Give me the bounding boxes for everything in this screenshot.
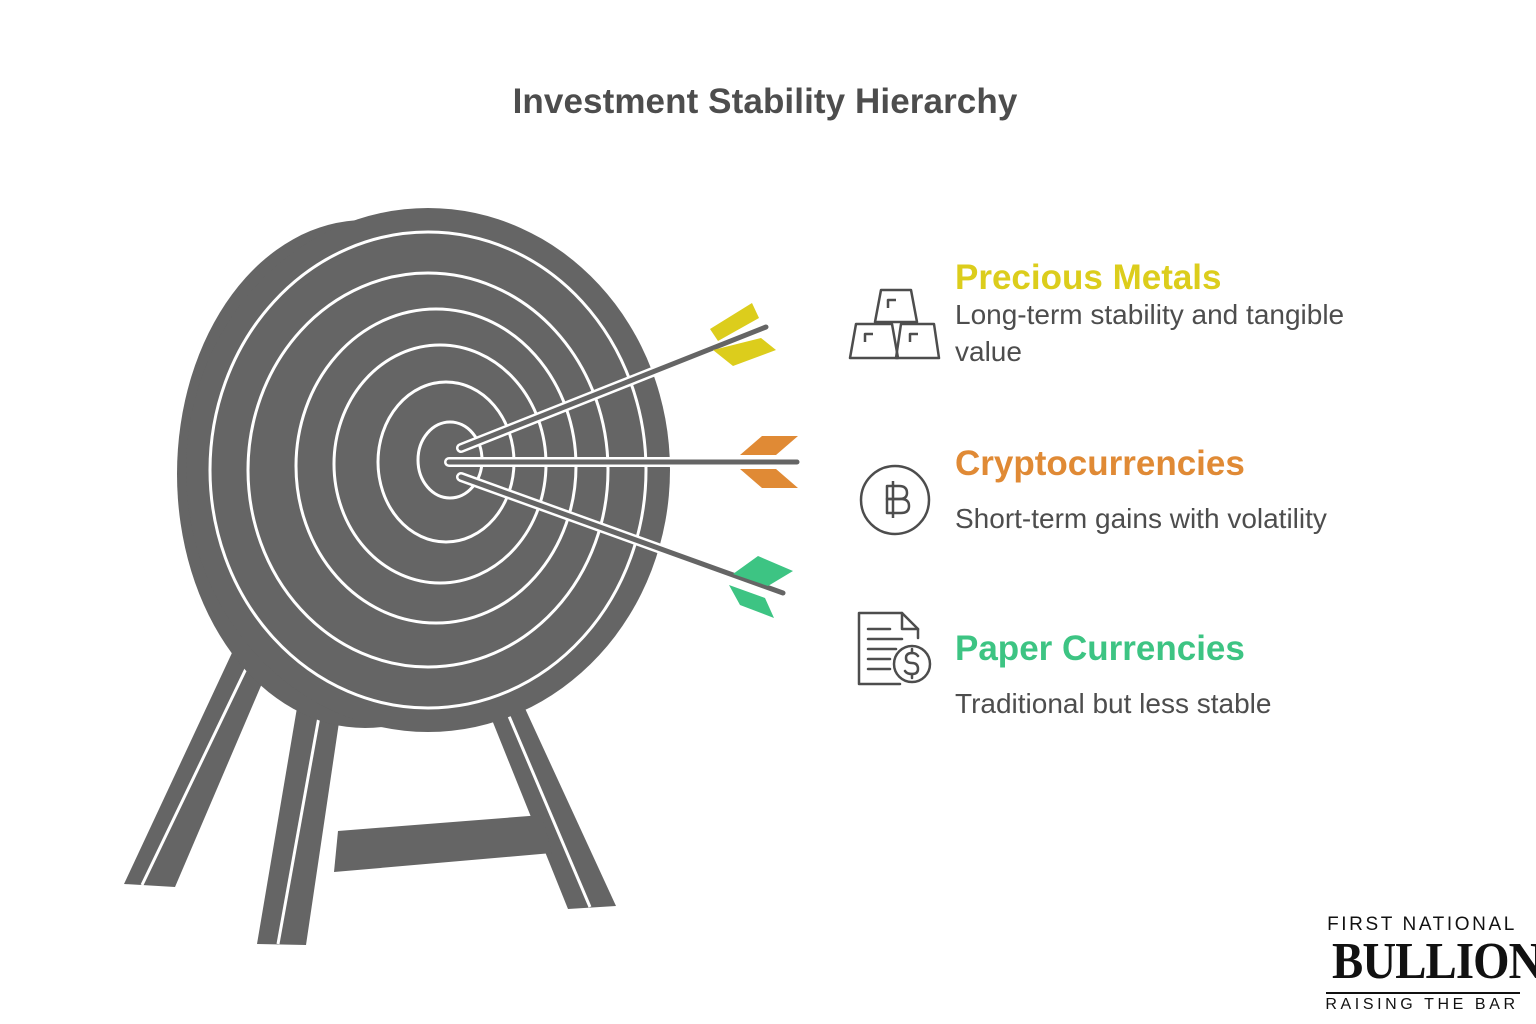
page-title: Investment Stability Hierarchy [512,82,1018,121]
paper-currencies-description: Traditional but less stable [955,688,1272,719]
logo-line-2: BULLION [1332,933,1536,990]
arrow-paper-currencies [456,472,793,618]
target-board [177,208,670,732]
bitcoin-coin-icon [859,464,931,536]
gold-bars-icon [848,288,941,360]
arrow-cryptocurrencies [444,436,802,488]
precious-metals-title: Precious Metals [955,258,1222,297]
logo-divider [1326,992,1520,994]
logo-line-1: FIRST NATIONAL [1327,914,1517,935]
arrow-precious-metals [456,303,776,453]
target-stand [124,640,616,945]
cryptocurrencies-description: Short-term gains with volatility [955,503,1327,534]
paper-currencies-title: Paper Currencies [955,629,1245,668]
first-national-bullion-logo: FIRST NATIONAL BULLION RAISING THE BAR [1322,912,1536,1017]
cryptocurrencies-title: Cryptocurrencies [955,444,1245,483]
logo-line-3: RAISING THE BAR [1325,996,1519,1013]
precious-metals-description: Long-term stability and tangible value [955,299,1345,367]
dollar-document-icon [857,611,932,686]
